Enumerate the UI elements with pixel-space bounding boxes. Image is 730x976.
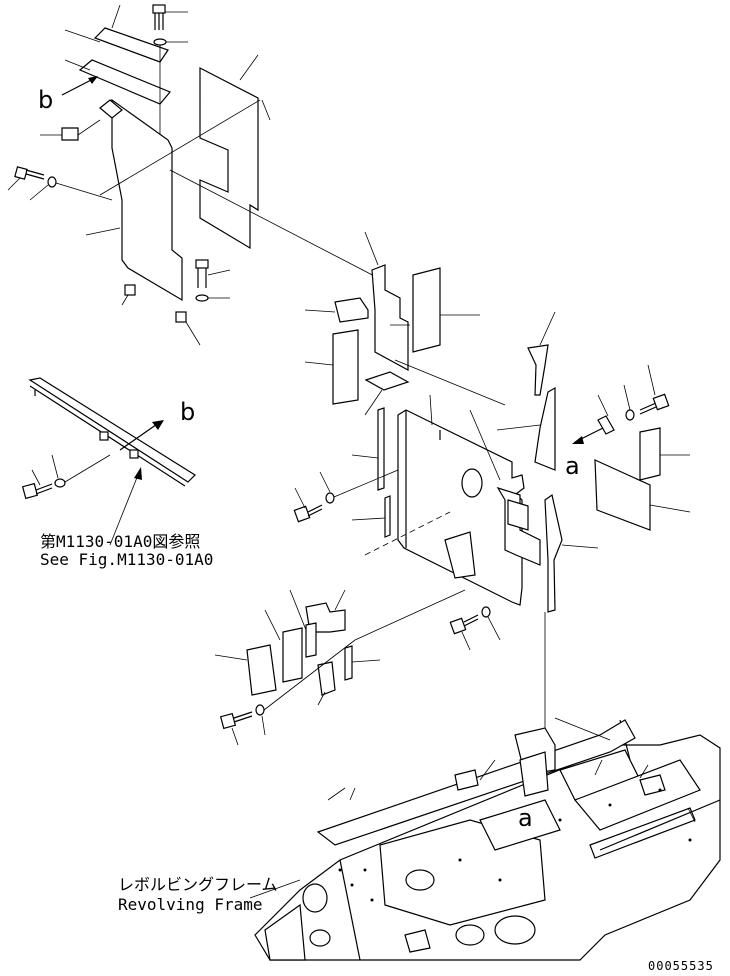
pad-1 — [412, 267, 441, 353]
revolving-frame-jp-label: レボルビングフレーム — [118, 875, 278, 894]
center-assembly — [293, 231, 541, 606]
bolt-beam — [21, 482, 53, 500]
side-cover-left — [111, 98, 183, 302]
cross-beam — [28, 377, 196, 483]
stepped-panel — [199, 67, 259, 250]
washer-left — [47, 176, 57, 188]
washer-center — [325, 492, 335, 504]
bolt-left — [14, 166, 45, 180]
pad-right-1 — [639, 427, 661, 481]
bolt-lower — [219, 711, 253, 730]
washer-beam — [54, 478, 66, 488]
long-strip — [544, 493, 563, 613]
strip-1 — [377, 407, 385, 491]
washer-lower — [255, 704, 265, 716]
see-fig-en-label: See Fig.M1130-01A0 — [40, 550, 213, 569]
clip-2 — [175, 311, 187, 323]
bracket-plate — [78, 59, 171, 105]
callout-a-frame: a — [518, 804, 533, 832]
wedge-bracket — [527, 344, 549, 396]
beam-assembly — [21, 377, 196, 546]
callout-b-lower: b — [180, 398, 195, 426]
revolving-frame — [249, 717, 721, 961]
bolt-lower-right — [449, 614, 479, 635]
pad-3 — [332, 329, 359, 405]
drawing-number: 00055535 — [648, 959, 714, 973]
bolt-mid — [195, 259, 209, 288]
washer-mid — [195, 294, 209, 302]
top-left-cover-assembly — [7, 4, 383, 346]
washer-lower-right — [481, 606, 491, 618]
lower-parts — [214, 589, 501, 746]
bolt-right — [639, 393, 670, 415]
washer-top — [153, 38, 167, 46]
revolving-frame-en-label: Revolving Frame — [118, 895, 263, 914]
pad-4 — [364, 371, 410, 391]
callout-a-right: a — [565, 452, 580, 480]
see-fig-jp-label: 第M1130-01A0図参照 — [40, 532, 200, 551]
angle-plate — [534, 386, 556, 471]
bolt-center — [293, 504, 323, 523]
bolt-top — [152, 4, 166, 30]
strip-2 — [384, 495, 391, 538]
top-plate — [93, 27, 169, 63]
washer-right — [625, 409, 635, 421]
upper-bracket — [371, 264, 409, 372]
pad-right-2 — [594, 459, 651, 531]
pad-2 — [334, 297, 369, 323]
callout-b-upper: b — [38, 86, 53, 114]
u-plate — [246, 644, 277, 696]
clip-1 — [124, 284, 136, 296]
